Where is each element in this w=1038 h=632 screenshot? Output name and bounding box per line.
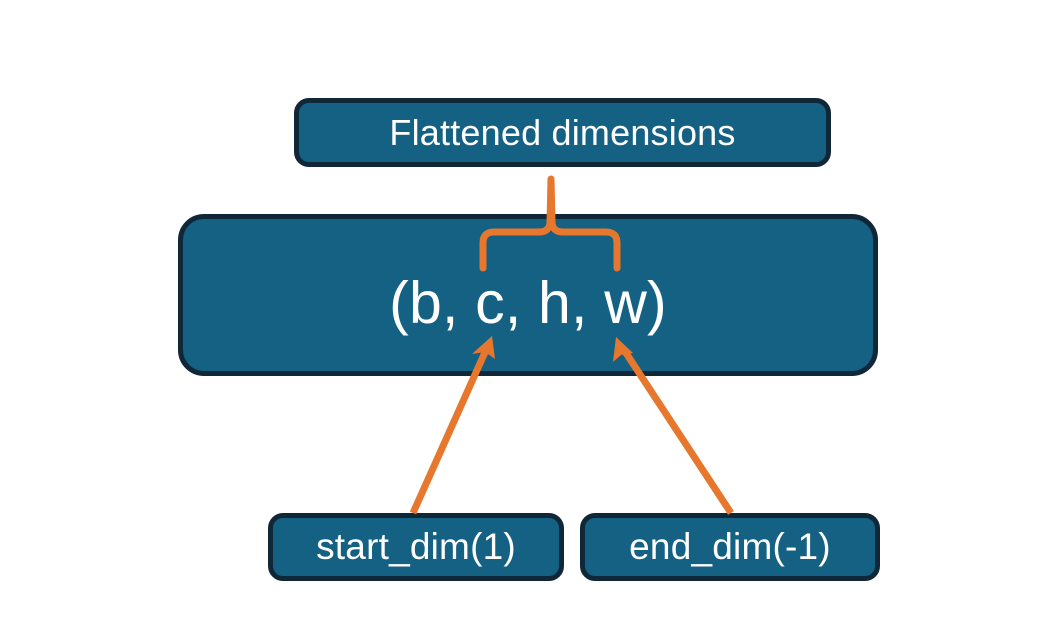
tensor-shape-label: (b, c, h, w) <box>389 270 667 336</box>
start-dim-label: start_dim(1) <box>316 526 516 567</box>
end-dim-label: end_dim(-1) <box>629 526 831 567</box>
start-dim-box[interactable]: start_dim(1) <box>268 513 564 581</box>
flattened-dimensions-label: Flattened dimensions <box>389 111 736 153</box>
end-dim-box[interactable]: end_dim(-1) <box>580 513 880 581</box>
tensor-shape-box[interactable]: (b, c, h, w) <box>178 214 878 376</box>
flattened-dimensions-box[interactable]: Flattened dimensions <box>294 98 831 167</box>
